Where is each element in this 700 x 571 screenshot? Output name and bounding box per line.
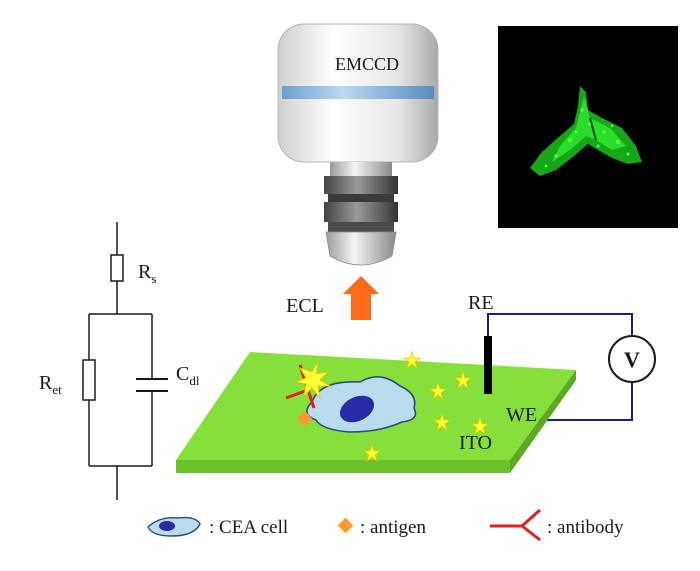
nucleus-icon bbox=[159, 521, 175, 531]
cdl-label: Cdl bbox=[176, 363, 200, 388]
large-spark bbox=[294, 361, 332, 400]
fluorescence-image bbox=[498, 26, 678, 228]
plate-front-edge bbox=[176, 460, 510, 473]
ecl-label: ECL bbox=[286, 295, 324, 317]
rs-label: Rs bbox=[138, 261, 156, 286]
ito-label: ITO bbox=[459, 432, 492, 454]
resistor-rs bbox=[110, 254, 124, 282]
voltmeter-label: V bbox=[624, 347, 640, 372]
lens-ring-1 bbox=[330, 162, 392, 176]
equivalent-circuit bbox=[82, 222, 168, 500]
camera-blue-band bbox=[282, 86, 434, 99]
lens-ring-3 bbox=[328, 194, 394, 202]
resistor-ret bbox=[82, 359, 96, 401]
voltmeter: V bbox=[608, 335, 656, 383]
reference-electrode bbox=[484, 336, 492, 394]
we-label: WE bbox=[506, 404, 537, 426]
re-label: RE bbox=[468, 292, 494, 314]
legend-cell: : CEA cell bbox=[147, 516, 288, 538]
plate-right-edge bbox=[510, 370, 576, 473]
legend-antibody-label: : antibody bbox=[547, 517, 624, 538]
ret-label: Ret bbox=[39, 372, 62, 397]
lens-ring-4 bbox=[324, 202, 398, 222]
wiring bbox=[487, 313, 633, 421]
emccd-camera: EMCCD bbox=[277, 23, 439, 266]
legend: : CEA cell : antigen : antibody bbox=[147, 508, 624, 542]
antibody-icon bbox=[490, 508, 541, 528]
wire-we bbox=[535, 382, 633, 421]
ecl-arrow: ECL bbox=[286, 276, 379, 320]
legend-cell-label: : CEA cell bbox=[209, 517, 288, 538]
legend-antibody: : antibody bbox=[490, 508, 624, 542]
lens-ring-5 bbox=[328, 222, 394, 232]
cea-cell bbox=[306, 376, 417, 433]
lens-ring-2 bbox=[324, 176, 398, 194]
legend-antigen-label: : antigen bbox=[360, 517, 426, 538]
cell-nucleus bbox=[339, 395, 375, 423]
voltmeter-circle bbox=[608, 335, 656, 383]
legend-antigen: : antigen bbox=[337, 517, 426, 538]
antigen-icon bbox=[337, 517, 354, 534]
wire-re bbox=[487, 313, 633, 336]
lens-tip bbox=[325, 231, 397, 266]
circuit-labels: Rs Ret Cdl bbox=[39, 261, 200, 397]
camera-label: EMCCD bbox=[335, 54, 399, 74]
arrow-up-icon bbox=[343, 276, 379, 320]
ecl-sparks bbox=[294, 350, 490, 463]
